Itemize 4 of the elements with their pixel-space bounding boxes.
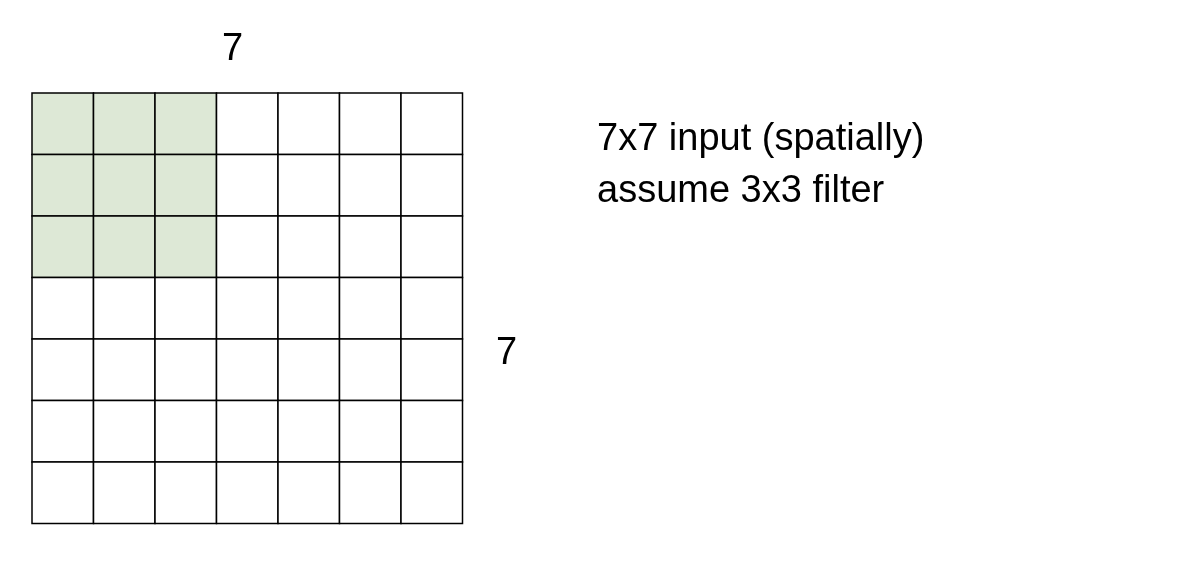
- note-text: 7x7 input (spatially): [597, 118, 925, 156]
- dimension-label: 7: [222, 28, 244, 66]
- dimension-label: 7: [496, 332, 518, 370]
- note-text: assume 3x3 filter: [597, 170, 885, 208]
